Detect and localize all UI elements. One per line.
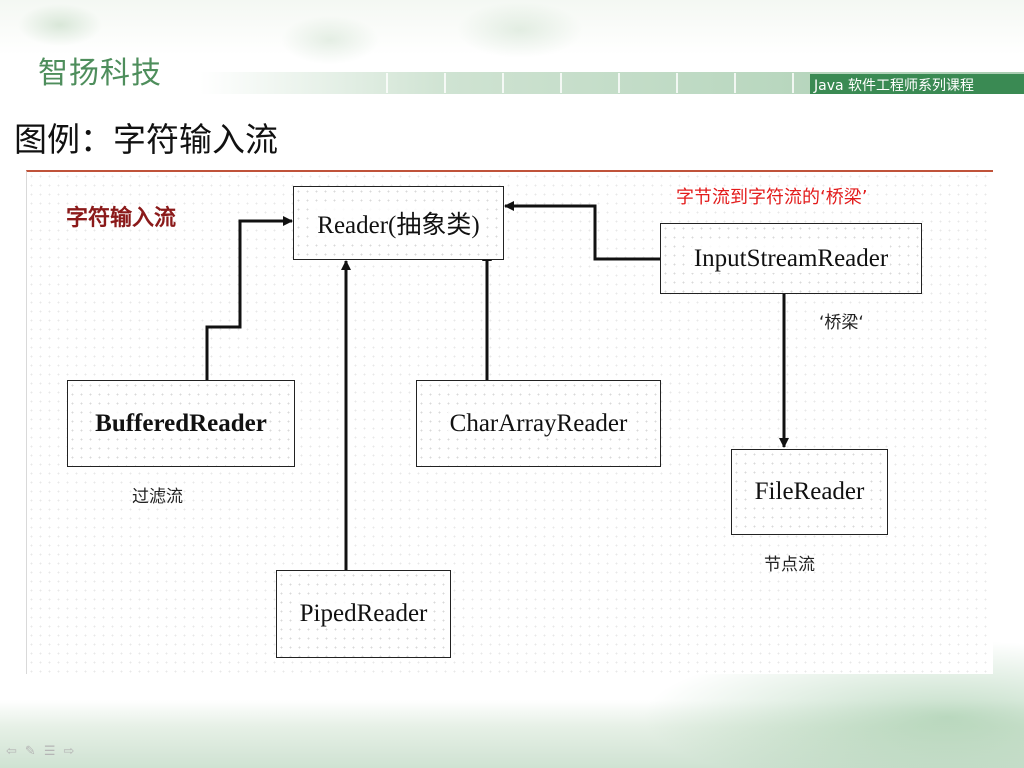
bridge-note: 字节流到字符流的‘桥梁’	[676, 187, 868, 208]
menu-icon[interactable]: ☰	[43, 744, 56, 759]
chararrayreader-label: CharArrayReader	[447, 409, 630, 438]
reader-label: Reader(抽象类)	[315, 205, 482, 241]
back-arrow-icon[interactable]: ⇦	[6, 744, 17, 759]
chararrayreader-box: CharArrayReader	[416, 380, 661, 467]
arrow-inputstream-to-reader	[504, 201, 660, 261]
filereader-label: FileReader	[752, 478, 867, 506]
diagram-heading: 字符输入流	[66, 206, 177, 231]
course-title: Java 软件工程师系列课程	[814, 78, 975, 94]
header-stripe-ticks	[330, 73, 810, 93]
filter-stream-annotation: 过滤流	[132, 487, 183, 507]
pen-icon[interactable]: ✎	[24, 744, 36, 759]
arrow-buffered-to-reader	[205, 216, 293, 380]
bufferedreader-label: BufferedReader	[93, 409, 269, 438]
bridge-annotation: ‘桥梁‘	[815, 306, 868, 335]
bottom-band	[0, 700, 1024, 768]
slide-title: 图例：字符输入流	[14, 120, 278, 159]
course-banner	[810, 74, 1024, 94]
node-stream-annotation: 节点流	[764, 555, 815, 575]
inputstreamreader-box: InputStreamReader	[660, 223, 922, 294]
pipedreader-label: PipedReader	[297, 600, 430, 628]
slide-nav: ⇦ ✎ ☰ ⇨	[6, 744, 74, 759]
inputstreamreader-label: InputStreamReader	[691, 244, 891, 273]
bufferedreader-box: BufferedReader	[67, 380, 295, 467]
company-logo-text: 智扬科技	[38, 56, 162, 91]
reader-box: Reader(抽象类)	[293, 186, 504, 260]
filereader-box: FileReader	[731, 449, 888, 535]
forward-arrow-icon[interactable]: ⇨	[63, 744, 75, 759]
pipedreader-box: PipedReader	[276, 570, 451, 658]
